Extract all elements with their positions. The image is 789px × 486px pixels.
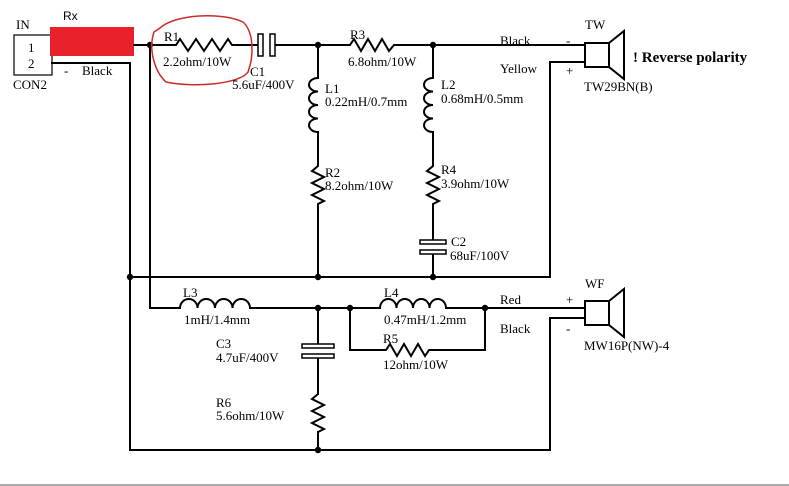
l2-value: 0.68mH/0.5mm xyxy=(441,91,523,106)
l3-inductor xyxy=(179,298,251,309)
connector-in-label: IN xyxy=(16,17,30,32)
tweeter-ref: TW xyxy=(585,17,606,32)
c3-ref: C3 xyxy=(216,336,231,351)
l4-inductor xyxy=(379,298,447,309)
tweeter-wire-plus: Yellow xyxy=(500,61,538,76)
l2-inductor xyxy=(423,77,434,133)
r1-highlight-circle xyxy=(151,15,253,86)
tweeter-wire-minus: Black xyxy=(500,33,531,48)
c1-capacitor xyxy=(257,33,276,57)
connector-name: CON2 xyxy=(13,77,47,92)
r3-value: 6.8ohm/10W xyxy=(348,54,417,69)
wires xyxy=(51,44,586,451)
r2-ref: R2 xyxy=(325,165,340,180)
tweeter-minus-sign: - xyxy=(566,33,570,48)
connector-minus-wire: Black xyxy=(82,63,113,78)
tweeter-plus-sign: + xyxy=(566,63,573,78)
r4-value: 3.9ohm/10W xyxy=(441,176,510,191)
r4-ref: R4 xyxy=(441,162,457,177)
r5-resistor xyxy=(382,342,432,358)
r2-value: 8.2ohm/10W xyxy=(325,178,394,193)
r6-value: 5.6ohm/10W xyxy=(216,408,285,423)
connector-box xyxy=(13,34,53,76)
c3-capacitor xyxy=(301,343,335,359)
junction-dots xyxy=(126,41,489,454)
woofer-speaker-icon xyxy=(584,286,625,340)
l4-ref: L4 xyxy=(384,285,399,300)
r1-ref: R1 xyxy=(164,29,179,44)
tweeter-speaker-icon xyxy=(584,28,625,82)
r1-value: 2.2ohm/10W xyxy=(163,54,232,69)
c1-ref: C1 xyxy=(250,64,265,79)
r1-resistor xyxy=(168,37,238,53)
c3-value: 4.7uF/400V xyxy=(216,350,279,365)
l3-ref: L3 xyxy=(183,285,197,300)
l1-ref: L1 xyxy=(325,81,339,96)
c2-ref: C2 xyxy=(451,234,466,249)
r3-ref: R3 xyxy=(350,27,365,42)
woofer-wire-minus: Black xyxy=(500,321,531,336)
r2-resistor xyxy=(309,162,327,208)
woofer-wire-plus: Red xyxy=(500,292,521,307)
rx-label: Rx xyxy=(63,9,78,23)
l4-value: 0.47mH/1.2mm xyxy=(384,312,466,327)
l1-inductor xyxy=(308,77,319,133)
l2-ref: L2 xyxy=(441,77,455,92)
tweeter-model: TW29BN(B) xyxy=(584,79,653,94)
r3-resistor xyxy=(345,37,398,53)
connector-pin1: 1 xyxy=(28,40,35,55)
connector-pin2: 2 xyxy=(28,56,35,71)
l3-value: 1mH/1.4mm xyxy=(184,312,250,327)
woofer-model: MW16P(NW)-4 xyxy=(584,338,670,353)
r4-resistor xyxy=(424,162,442,208)
r6-ref: R6 xyxy=(216,395,232,410)
r6-resistor xyxy=(309,390,327,433)
woofer-plus-sign: + xyxy=(566,292,573,307)
tweeter-polarity-note: ! Reverse polarity xyxy=(633,50,748,66)
l1-value: 0.22mH/0.7mm xyxy=(325,94,407,109)
woofer-ref: WF xyxy=(585,276,605,291)
c2-capacitor xyxy=(419,239,447,255)
r5-ref: R5 xyxy=(383,331,398,346)
woofer-minus-sign: - xyxy=(566,321,570,336)
c2-value: 68uF/100V xyxy=(450,248,510,263)
connector-minus-sign: - xyxy=(64,63,68,78)
r5-value: 12ohm/10W xyxy=(383,357,449,372)
c1-value: 5.6uF/400V xyxy=(232,77,295,92)
rx-block xyxy=(50,27,134,56)
